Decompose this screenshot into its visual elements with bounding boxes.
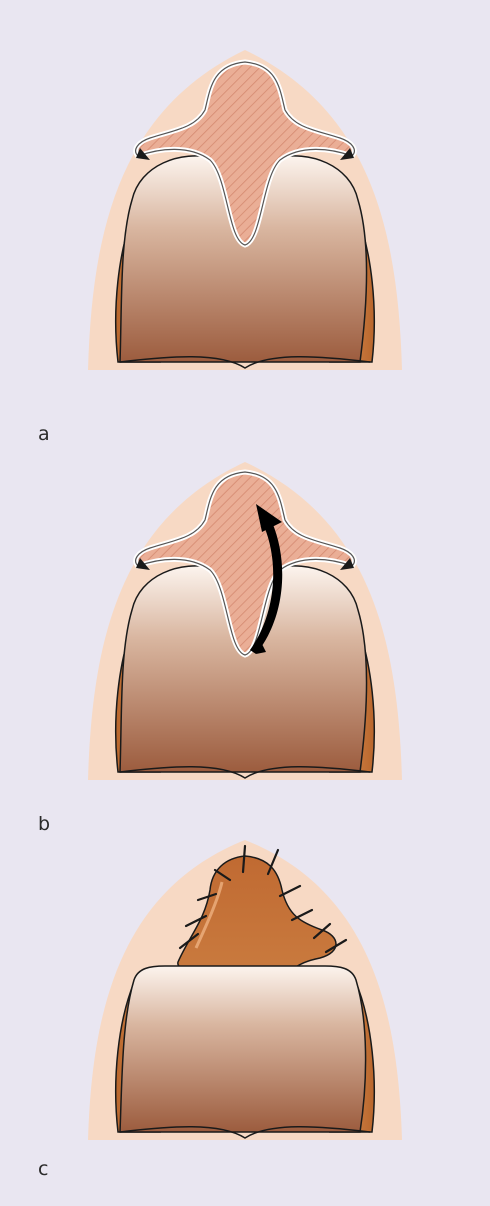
panel-a-illustration — [0, 0, 490, 440]
panel-c: c — [0, 840, 490, 1206]
panel-b: b — [0, 440, 490, 840]
panel-label-b: b — [38, 815, 50, 834]
panel-label-c: c — [38, 1160, 48, 1179]
nail-bed-stump — [120, 966, 366, 1132]
panel-c-illustration — [0, 840, 490, 1206]
panel-b-illustration — [0, 440, 490, 840]
panel-a: a — [0, 0, 490, 440]
